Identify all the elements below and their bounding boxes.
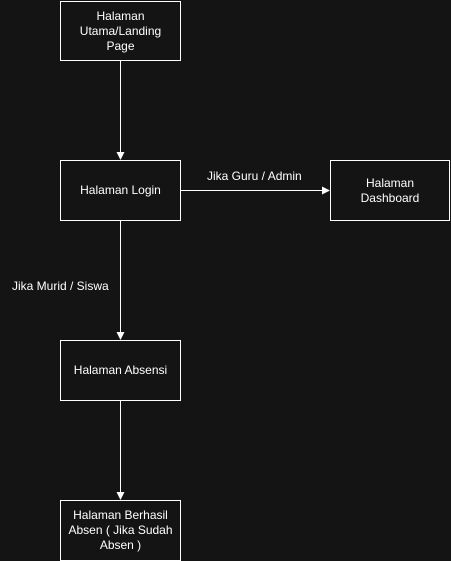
- node-berhasil-absen-page[interactable]: Halaman Berhasil Absen ( Jika Sudah Abse…: [60, 500, 181, 561]
- node-landing-page-label: Halaman Utama/Landing Page: [79, 8, 162, 53]
- node-landing-page[interactable]: Halaman Utama/Landing Page: [60, 1, 181, 61]
- node-absensi-page-label: Halaman Absensi: [73, 363, 168, 377]
- edge-label-guru-admin: Jika Guru / Admin: [207, 169, 302, 183]
- node-dashboard-page[interactable]: Halaman Dashboard: [330, 160, 450, 221]
- node-absensi-page[interactable]: Halaman Absensi: [60, 340, 181, 401]
- node-login-page-label: Halaman Login: [80, 183, 161, 197]
- node-berhasil-absen-page-label: Halaman Berhasil Absen ( Jika Sudah Abse…: [68, 508, 173, 552]
- node-login-page[interactable]: Halaman Login: [60, 160, 181, 221]
- node-dashboard-page-label: Halaman Dashboard: [360, 175, 420, 205]
- edge-label-murid-siswa: Jika Murid / Siswa: [12, 279, 109, 293]
